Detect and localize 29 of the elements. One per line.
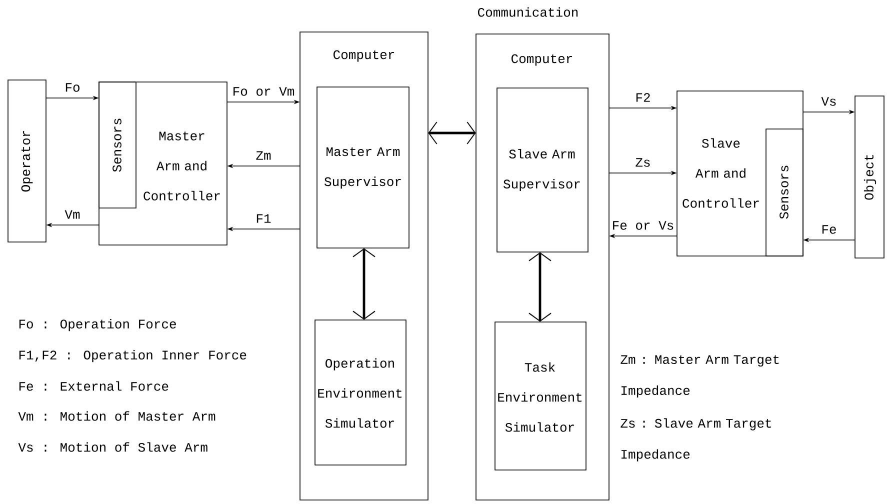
- object-box: Object: [854, 96, 884, 258]
- key-entry: Vs : Motion of Slave Arm: [18, 442, 208, 452]
- edge-label: Vm: [64, 209, 82, 220]
- edge-label: Fo or Vm: [231, 86, 296, 97]
- sensor-box: Sensors: [98, 82, 136, 208]
- supervisor-box: Master Arm Supervisor: [316, 86, 410, 248]
- key-entry: Fo : Operation Force: [19, 318, 176, 332]
- edge-label: F2: [634, 92, 652, 103]
- key-entry: Fe : External Force: [19, 381, 168, 391]
- edge-label: Zm: [254, 150, 272, 161]
- edge-label: Fe: [820, 224, 838, 235]
- double-arrow: [428, 122, 476, 144]
- link-label: Communication: [478, 7, 578, 17]
- double-arrow: [352, 248, 376, 320]
- supervisor-box: Slave Arm Supervisor: [496, 88, 588, 252]
- simulator-box: Task Environment Simulator: [494, 322, 586, 470]
- key-entry: Vm : Motion of Master Arm: [18, 411, 216, 421]
- edge-label: F1: [254, 213, 272, 224]
- key-entry: Zm : Master Arm Target Impedance: [620, 355, 779, 398]
- edge-label: Fo: [64, 82, 82, 93]
- sensor-box: Sensors: [766, 128, 804, 256]
- edge-label: Zs: [634, 157, 652, 168]
- operator-box: Operator: [8, 80, 46, 242]
- key-entry: Zs : Slave Arm Target Impedance: [620, 418, 771, 462]
- key-entry: F1,F2 : Operation Inner Force: [19, 350, 246, 362]
- double-arrow: [528, 252, 552, 322]
- simulator-box: Operation Environment Simulator: [314, 320, 406, 466]
- edge-label: Vs: [820, 96, 838, 107]
- edge-label: Fe or Vs: [610, 220, 676, 231]
